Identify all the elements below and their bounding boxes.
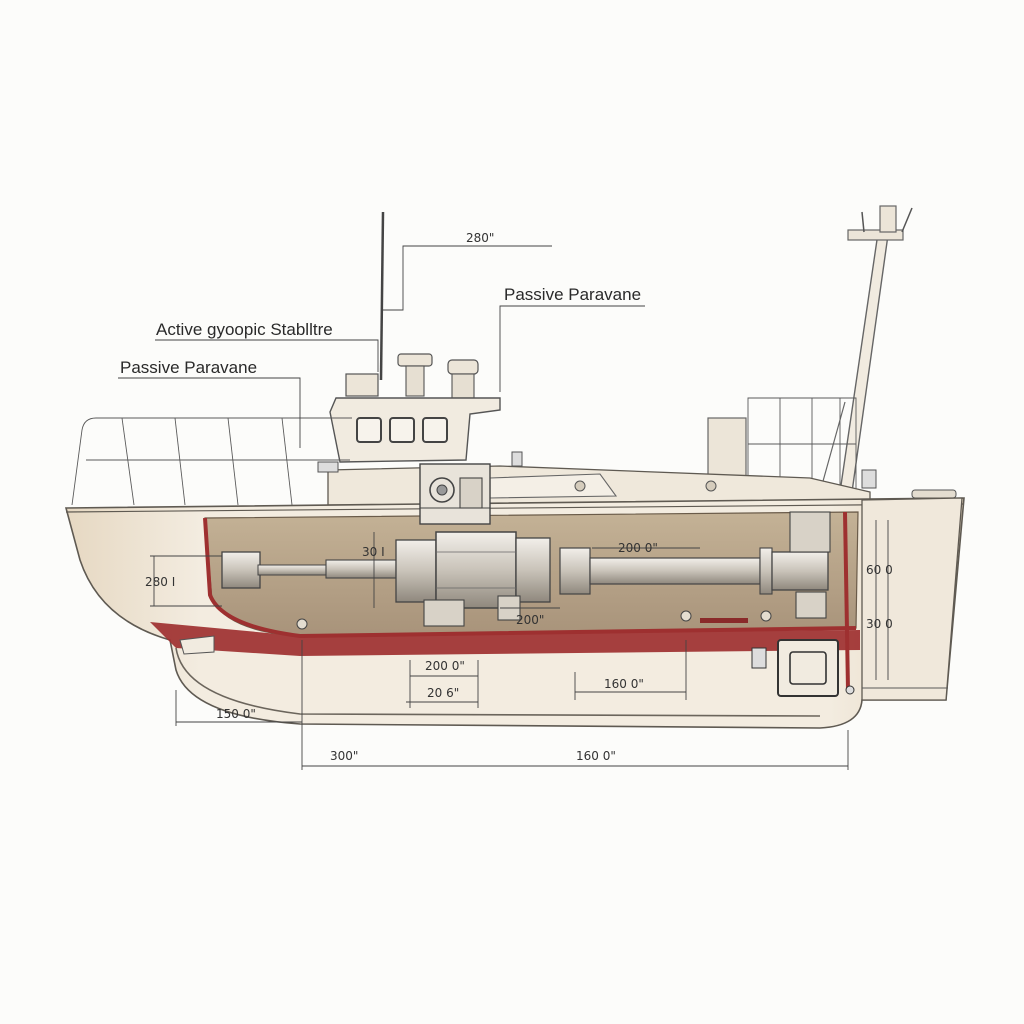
dim-keel-2: 20 6" [427, 686, 459, 700]
dim-stern-vertical-2: 30 0 [866, 617, 893, 631]
bow-railing [71, 417, 352, 506]
paravane-bracket [751, 639, 855, 697]
gyro-stabilizer-unit [419, 463, 491, 525]
callout-leaders [118, 245, 645, 448]
label-active-stabilizer: Active gyoopic Stablltre [156, 320, 333, 339]
label-passive-paravane-right: Passive Paravane [504, 285, 641, 304]
dim-overall-right: 160 0" [576, 749, 616, 763]
aft-railing [707, 397, 857, 492]
dim-mid: 160 0" [604, 677, 644, 691]
propulsion-shaft [221, 511, 831, 630]
wheelhouse [329, 353, 501, 463]
dim-overall-left: 300" [330, 749, 358, 763]
dim-shaft-lower: 200" [516, 613, 544, 627]
dim-left-vertical: 280 I [145, 575, 175, 589]
dim-keel-1: 200 0" [425, 659, 465, 673]
radio-antenna [379, 211, 385, 381]
dim-shaft-upper: 200 0" [618, 541, 658, 555]
dim-top: 280" [466, 231, 494, 245]
dim-engine-vertical: 30 I [362, 545, 385, 559]
dimension-lines [150, 520, 889, 770]
dim-bow-run: 150 0" [216, 707, 256, 721]
label-passive-paravane-left: Passive Paravane [120, 358, 257, 377]
dim-stern-vertical-1: 60 0 [866, 563, 893, 577]
crane-boom [819, 205, 913, 493]
